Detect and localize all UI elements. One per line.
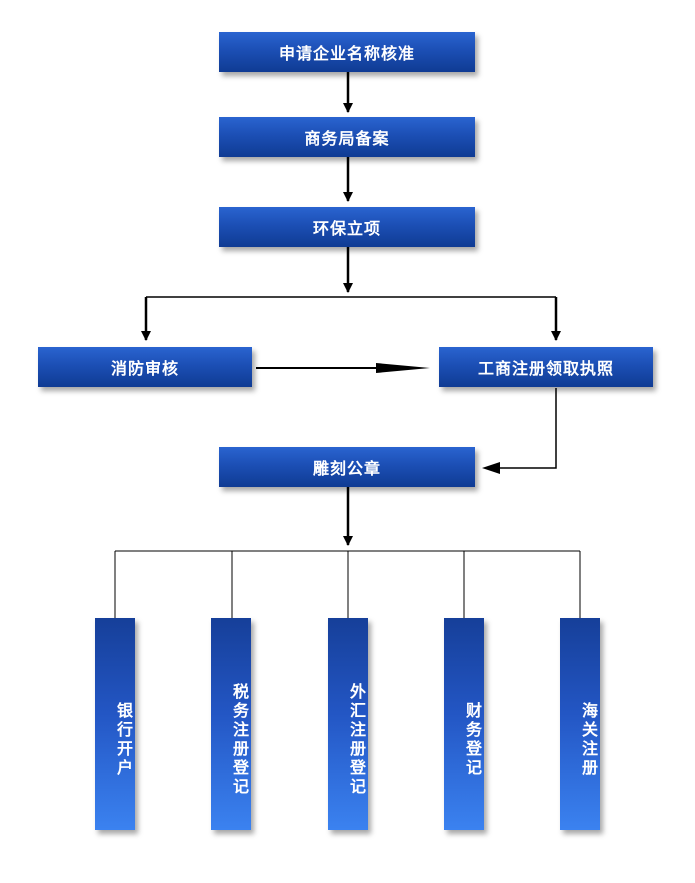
final-step-bank-account: 银行开户 [95,618,135,830]
step-business-license: 工商注册领取执照 [439,347,653,387]
step-commerce-filing: 商务局备案 [219,117,475,157]
final-step-finance-registration: 财务登记 [444,618,484,830]
connector-license-to-seal [500,388,557,469]
final-step-customs-registration: 海关注册 [560,618,600,830]
final-step-forex-registration: 外汇注册登记 [328,618,368,830]
step-seal-carving: 雕刻公章 [219,447,475,487]
arrow-license-to-seal-head [482,462,500,474]
final-step-tax-registration: 税务注册登记 [211,618,251,830]
step-fire-review: 消防审核 [38,347,252,387]
step-env-project: 环保立项 [219,207,475,247]
arrow-fire-to-license-head [376,363,430,373]
step-name-approval: 申请企业名称核准 [219,32,475,72]
